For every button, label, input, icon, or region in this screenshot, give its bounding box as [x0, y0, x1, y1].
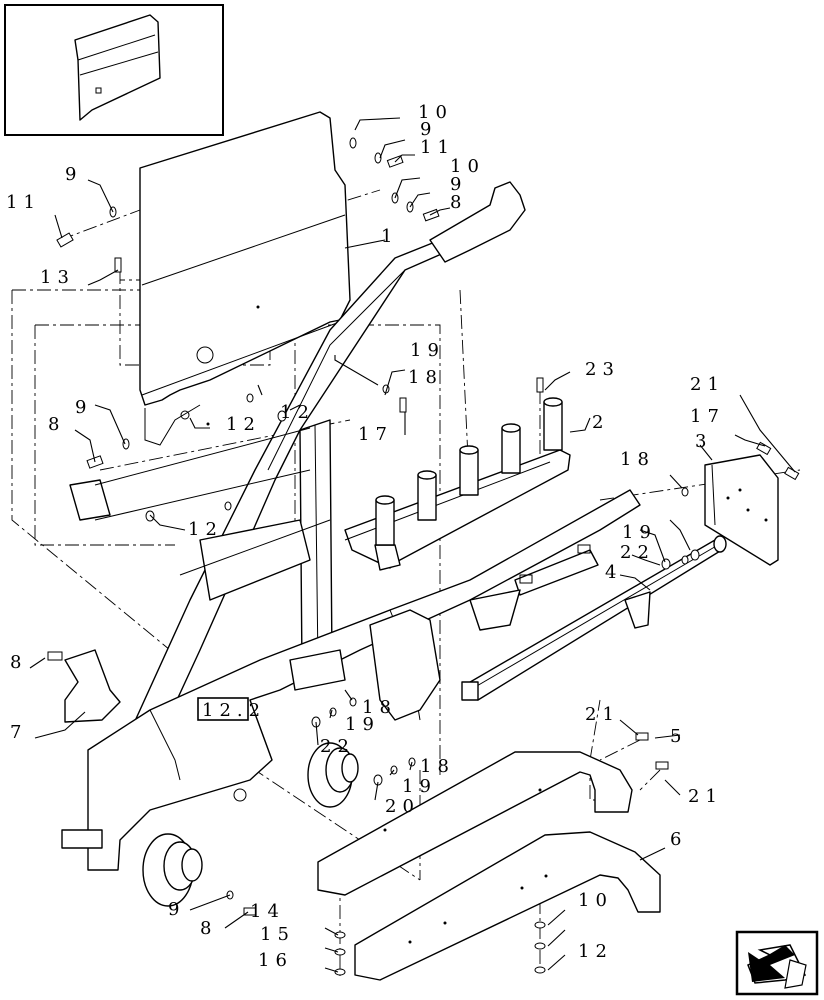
leader-lines	[29, 117, 796, 973]
callout-22: 22	[620, 542, 655, 563]
callout-9: 9	[168, 899, 185, 920]
callout-19: 19	[410, 340, 445, 361]
callout-18: 18	[408, 367, 443, 388]
inset-thumbnail	[4, 4, 224, 136]
callout-15: 15	[260, 924, 295, 945]
callout-12: 12	[578, 941, 613, 962]
callout-8: 8	[450, 192, 467, 213]
callout-9: 9	[65, 164, 82, 185]
callout-18: 18	[362, 697, 397, 718]
tube	[461, 535, 727, 701]
shield-panel	[139, 111, 351, 446]
callout-11: 11	[420, 137, 455, 158]
callout-8: 8	[48, 414, 65, 435]
lower-shield-5	[317, 751, 633, 896]
small-shield	[64, 649, 121, 723]
callout-labels: 1 2 3 4 5 6 7 8 8 8 8 9 9 9 9 9 10 10 10…	[6, 102, 725, 971]
callout-11: 11	[6, 192, 41, 213]
callout-12: 12	[280, 402, 315, 423]
callout-1: 1	[381, 226, 398, 247]
callout-16: 16	[258, 950, 293, 971]
frame-structure	[69, 181, 641, 871]
callout-13: 13	[40, 267, 75, 288]
hardware	[47, 137, 800, 976]
callout-7: 7	[10, 722, 27, 743]
callout-18: 18	[620, 449, 655, 470]
prev-page-arrow-icon[interactable]	[735, 930, 819, 996]
callout-12: 12	[188, 519, 223, 540]
end-plate	[704, 454, 779, 566]
callout-17: 17	[690, 406, 725, 427]
callout-8: 8	[10, 652, 27, 673]
callout-9: 9	[75, 397, 92, 418]
callout-19: 19	[622, 522, 657, 543]
callout-19: 19	[345, 714, 380, 735]
callout-10: 10	[578, 890, 613, 911]
callout-14: 14	[250, 901, 285, 922]
reference-box-label: 12.2	[202, 700, 266, 721]
lower-shield-6	[354, 831, 661, 981]
callout-20: 20	[385, 796, 420, 817]
callout-4: 4	[605, 562, 622, 583]
callout-23: 23	[585, 359, 620, 380]
callout-18: 18	[420, 756, 455, 777]
callout-9: 9	[450, 174, 467, 195]
callout-21: 21	[688, 786, 723, 807]
callout-21: 21	[690, 374, 725, 395]
roller-bracket	[344, 397, 571, 571]
callout-2: 2	[592, 412, 609, 433]
callout-9: 9	[420, 119, 437, 140]
callout-17: 17	[358, 424, 393, 445]
reference-box[interactable]: 12.2	[197, 697, 266, 721]
callout-10: 10	[450, 156, 485, 177]
callout-19: 19	[402, 776, 437, 797]
callout-5: 5	[670, 726, 687, 747]
callout-22: 22	[320, 736, 355, 757]
callout-10: 10	[418, 102, 453, 123]
callout-6: 6	[670, 829, 687, 850]
callout-12: 12	[226, 414, 261, 435]
callout-3: 3	[695, 431, 712, 452]
callout-8: 8	[200, 918, 217, 939]
wheel-hubs	[61, 742, 359, 907]
callout-21: 21	[585, 704, 620, 725]
